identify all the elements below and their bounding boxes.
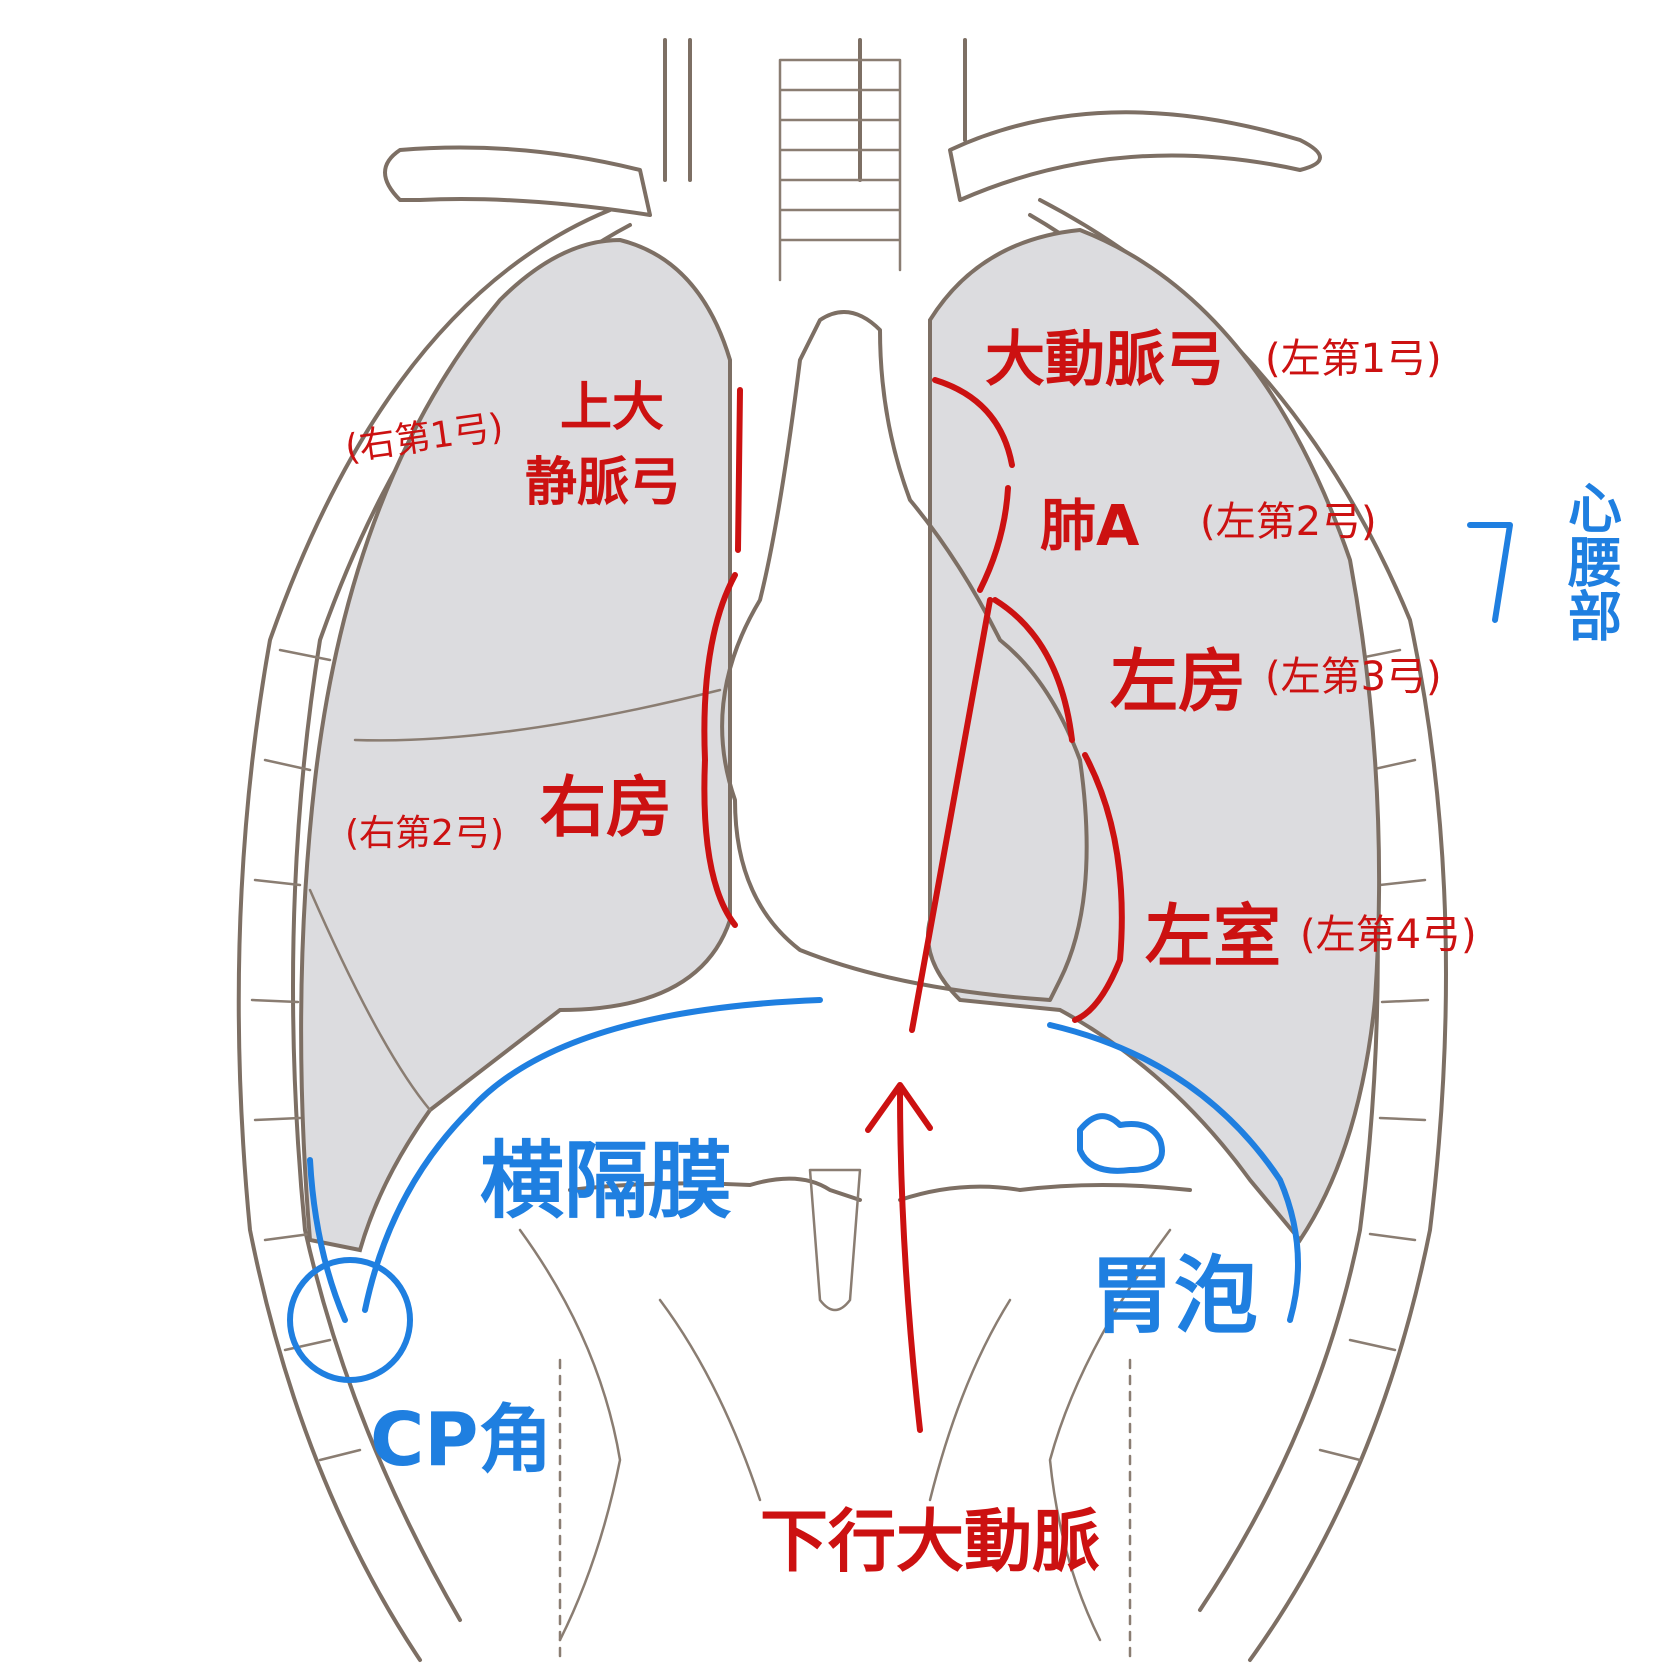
cp-angle-label: CP角 — [370, 1397, 553, 1483]
right-lung — [299, 237, 732, 1253]
descending-aorta-label: 下行大動脈 — [760, 1503, 1100, 1582]
cardiac-waist-bracket — [1467, 522, 1513, 623]
arrow-head — [865, 1082, 933, 1133]
diaphragm-label: 横隔膜 — [480, 1132, 732, 1230]
la-label: 左房 — [1110, 643, 1246, 722]
lv-note: (左第4弓) — [1300, 912, 1477, 958]
la-border-line — [992, 597, 1075, 743]
diaphragm-left-curve — [1047, 1022, 1301, 1323]
pa-label: 肺A — [1040, 494, 1140, 559]
svc-border-line — [735, 387, 743, 553]
svc-label-line1: 上大 — [560, 378, 664, 438]
cardiac-waist-label: 心腰部 — [1559, 480, 1622, 642]
descending-aorta-arrow — [897, 1087, 923, 1433]
aortic-arch-label: 大動脈弓 — [985, 325, 1225, 395]
lv-border-line — [1072, 752, 1125, 1023]
anatomy-outline — [236, 38, 1448, 1662]
la-note: (左第3弓) — [1265, 654, 1442, 700]
red-annotations — [701, 377, 1125, 1433]
diaphragm-right-curve — [362, 997, 823, 1313]
ra-note: (右第2弓) — [345, 813, 504, 854]
aortic-arch-border-line — [932, 377, 1015, 468]
cp-angle-circle — [287, 1257, 413, 1383]
gastric-bubble-outline — [1077, 1113, 1165, 1174]
aortic-arch-note: (左第1弓) — [1265, 336, 1442, 382]
cp-angle-line — [307, 1157, 348, 1323]
ra-label: 右房 — [540, 769, 672, 846]
svc-label-line2: 静脈弓 — [525, 453, 681, 513]
pa-note: (左第2弓) — [1200, 499, 1377, 545]
descending-aorta-line — [909, 597, 993, 1033]
gastric-bubble-label: 胃泡 — [1090, 1247, 1258, 1345]
ra-border-line — [701, 572, 738, 928]
blue-annotations — [287, 522, 1513, 1383]
pa-border-line — [977, 485, 1011, 593]
lv-label: 左室 — [1145, 898, 1281, 977]
